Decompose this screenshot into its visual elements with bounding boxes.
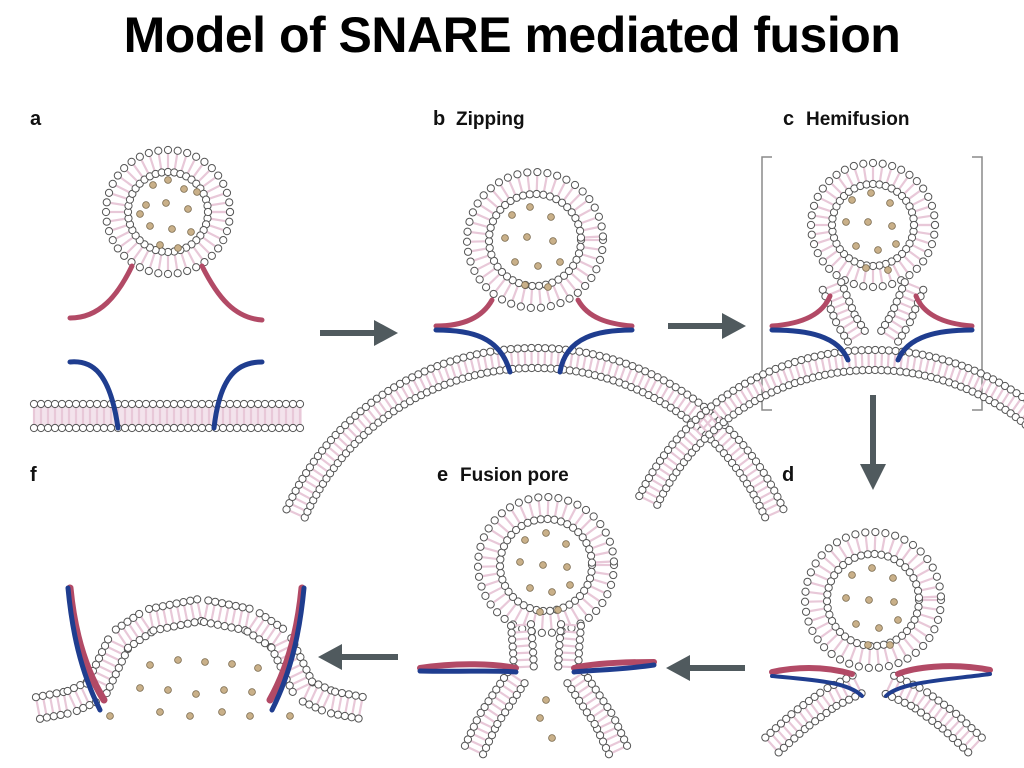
panel-f-letter: f xyxy=(30,464,37,486)
panel-a-v-snares xyxy=(67,263,265,323)
panel-b-target-membrane xyxy=(282,343,788,522)
panel-c-hemifusion-stalk xyxy=(818,278,928,346)
panel-e-snare-complexes xyxy=(417,659,657,675)
panel-c-vesicle xyxy=(806,158,940,292)
panel-a-letter: a xyxy=(30,108,42,130)
panel-c-letter: c xyxy=(783,108,794,130)
panel-f-snare-complexes xyxy=(65,584,307,713)
panel-d-vesicle xyxy=(800,527,946,672)
panel-f-fused-membrane xyxy=(31,595,367,723)
panel-a-vesicle xyxy=(101,145,235,279)
diagram-artwork xyxy=(29,145,1024,759)
panel-b-letter: b xyxy=(433,108,445,130)
panel-f-released-cargo xyxy=(106,656,294,720)
panel-c-label: c Hemifusion xyxy=(783,108,909,130)
panel-d-snare-complexes xyxy=(769,663,993,698)
hemifusion-bracket-right xyxy=(972,156,983,411)
arrow-e-to-f xyxy=(318,644,398,670)
arrow-c-to-d xyxy=(860,395,886,490)
panel-e-vesicle xyxy=(473,492,619,742)
panel-c-name: Hemifusion xyxy=(806,109,909,130)
panel-b-name: Zipping xyxy=(456,109,525,130)
panel-e-target-membrane xyxy=(460,668,632,759)
panel-b-label: b Zipping xyxy=(433,108,525,130)
panel-e-name: Fusion pore xyxy=(460,465,569,486)
arrow-b-to-c xyxy=(668,313,746,339)
panel-b-snare-complexes xyxy=(433,297,635,375)
hemifusion-bracket-left xyxy=(761,156,772,411)
panel-d-target-membrane xyxy=(761,671,986,757)
slide-title: Model of SNARE mediated fusion xyxy=(123,7,901,63)
panel-c-snare-complexes xyxy=(769,293,975,363)
panel-a-label: a xyxy=(30,108,42,130)
panel-b-vesicle xyxy=(462,167,608,312)
panel-e-letter: e xyxy=(437,464,448,486)
panel-f-label: f xyxy=(30,464,37,486)
panel-e-label: e Fusion pore xyxy=(437,464,569,486)
panel-a-t-snares xyxy=(67,359,265,431)
panel-c-target-membrane xyxy=(635,345,1024,509)
panel-d-letter: d xyxy=(782,464,794,486)
panel-a-plasma-membrane xyxy=(29,399,305,433)
arrow-d-to-e xyxy=(666,655,745,681)
arrow-a-to-b xyxy=(320,320,398,346)
panel-d-label: d xyxy=(782,464,794,486)
